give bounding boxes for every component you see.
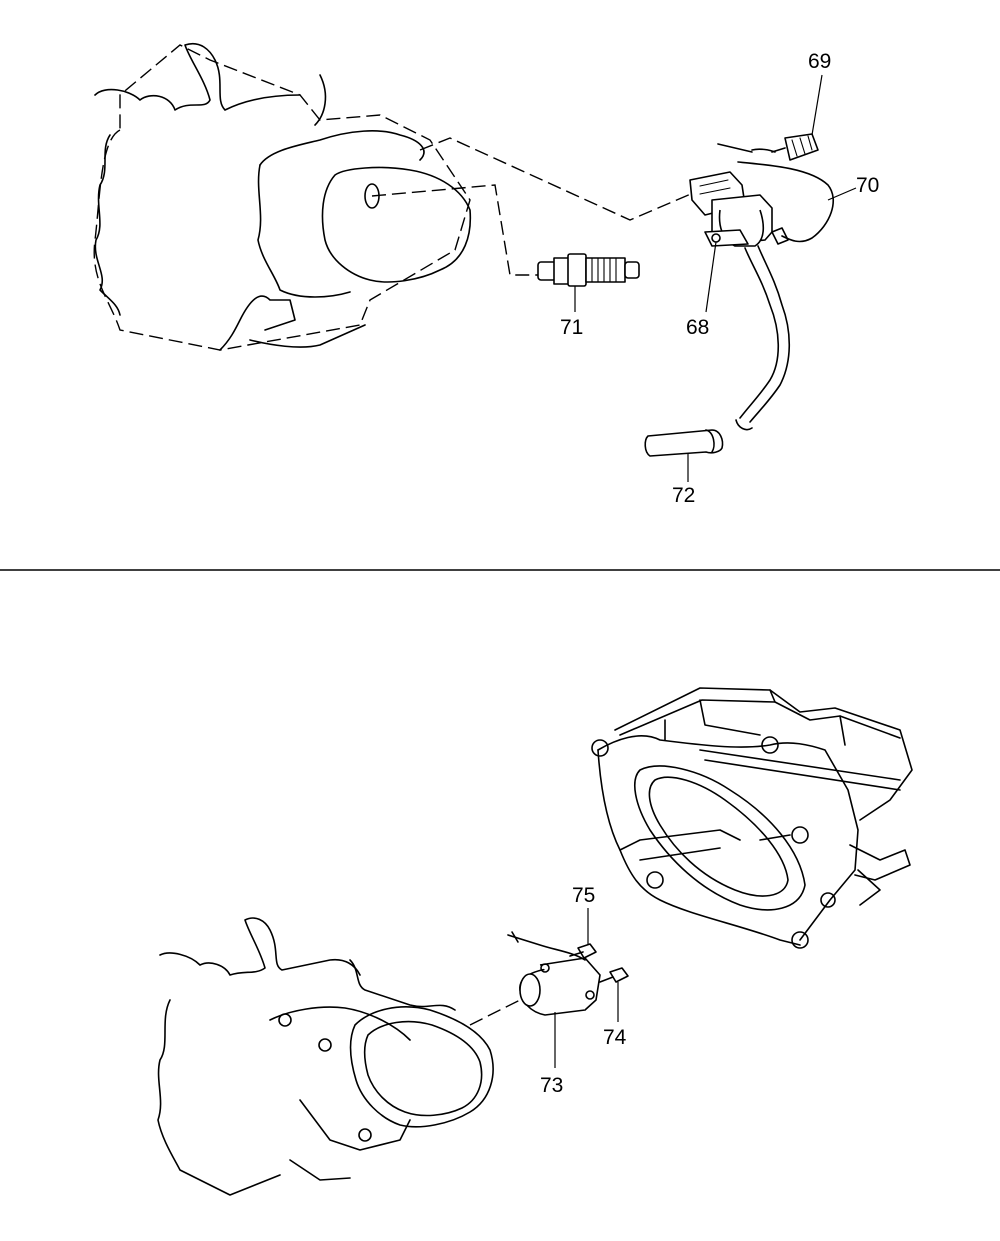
assembly-line-plug [371,184,540,276]
label-74: 74 [603,1026,627,1049]
sensor-body [507,931,601,1016]
label-73: 73 [540,1074,563,1097]
ground-wire-terminal [771,227,789,245]
engine-block-top [93,42,472,351]
bell-housing [591,687,913,949]
ground-wire [737,161,834,243]
label-75: 75 [572,884,595,907]
wire-lead [717,133,819,161]
bolt-75 [569,943,597,959]
assembly-line-sensor [469,994,531,1026]
label-71: 71 [560,316,583,339]
bolt-74 [599,967,629,983]
spark-plug [537,253,640,287]
label-72: 72 [672,484,695,507]
label-68: 68 [686,316,709,339]
ignition-coil [689,171,791,431]
engine-block-bottom [157,917,494,1196]
leader-70 [827,187,857,201]
leader-69 [811,74,823,136]
assembly-line-coil [419,137,701,221]
leader-68 [705,241,717,313]
plug-cap [644,429,724,457]
label-70: 70 [856,174,879,197]
label-69: 69 [808,50,831,73]
